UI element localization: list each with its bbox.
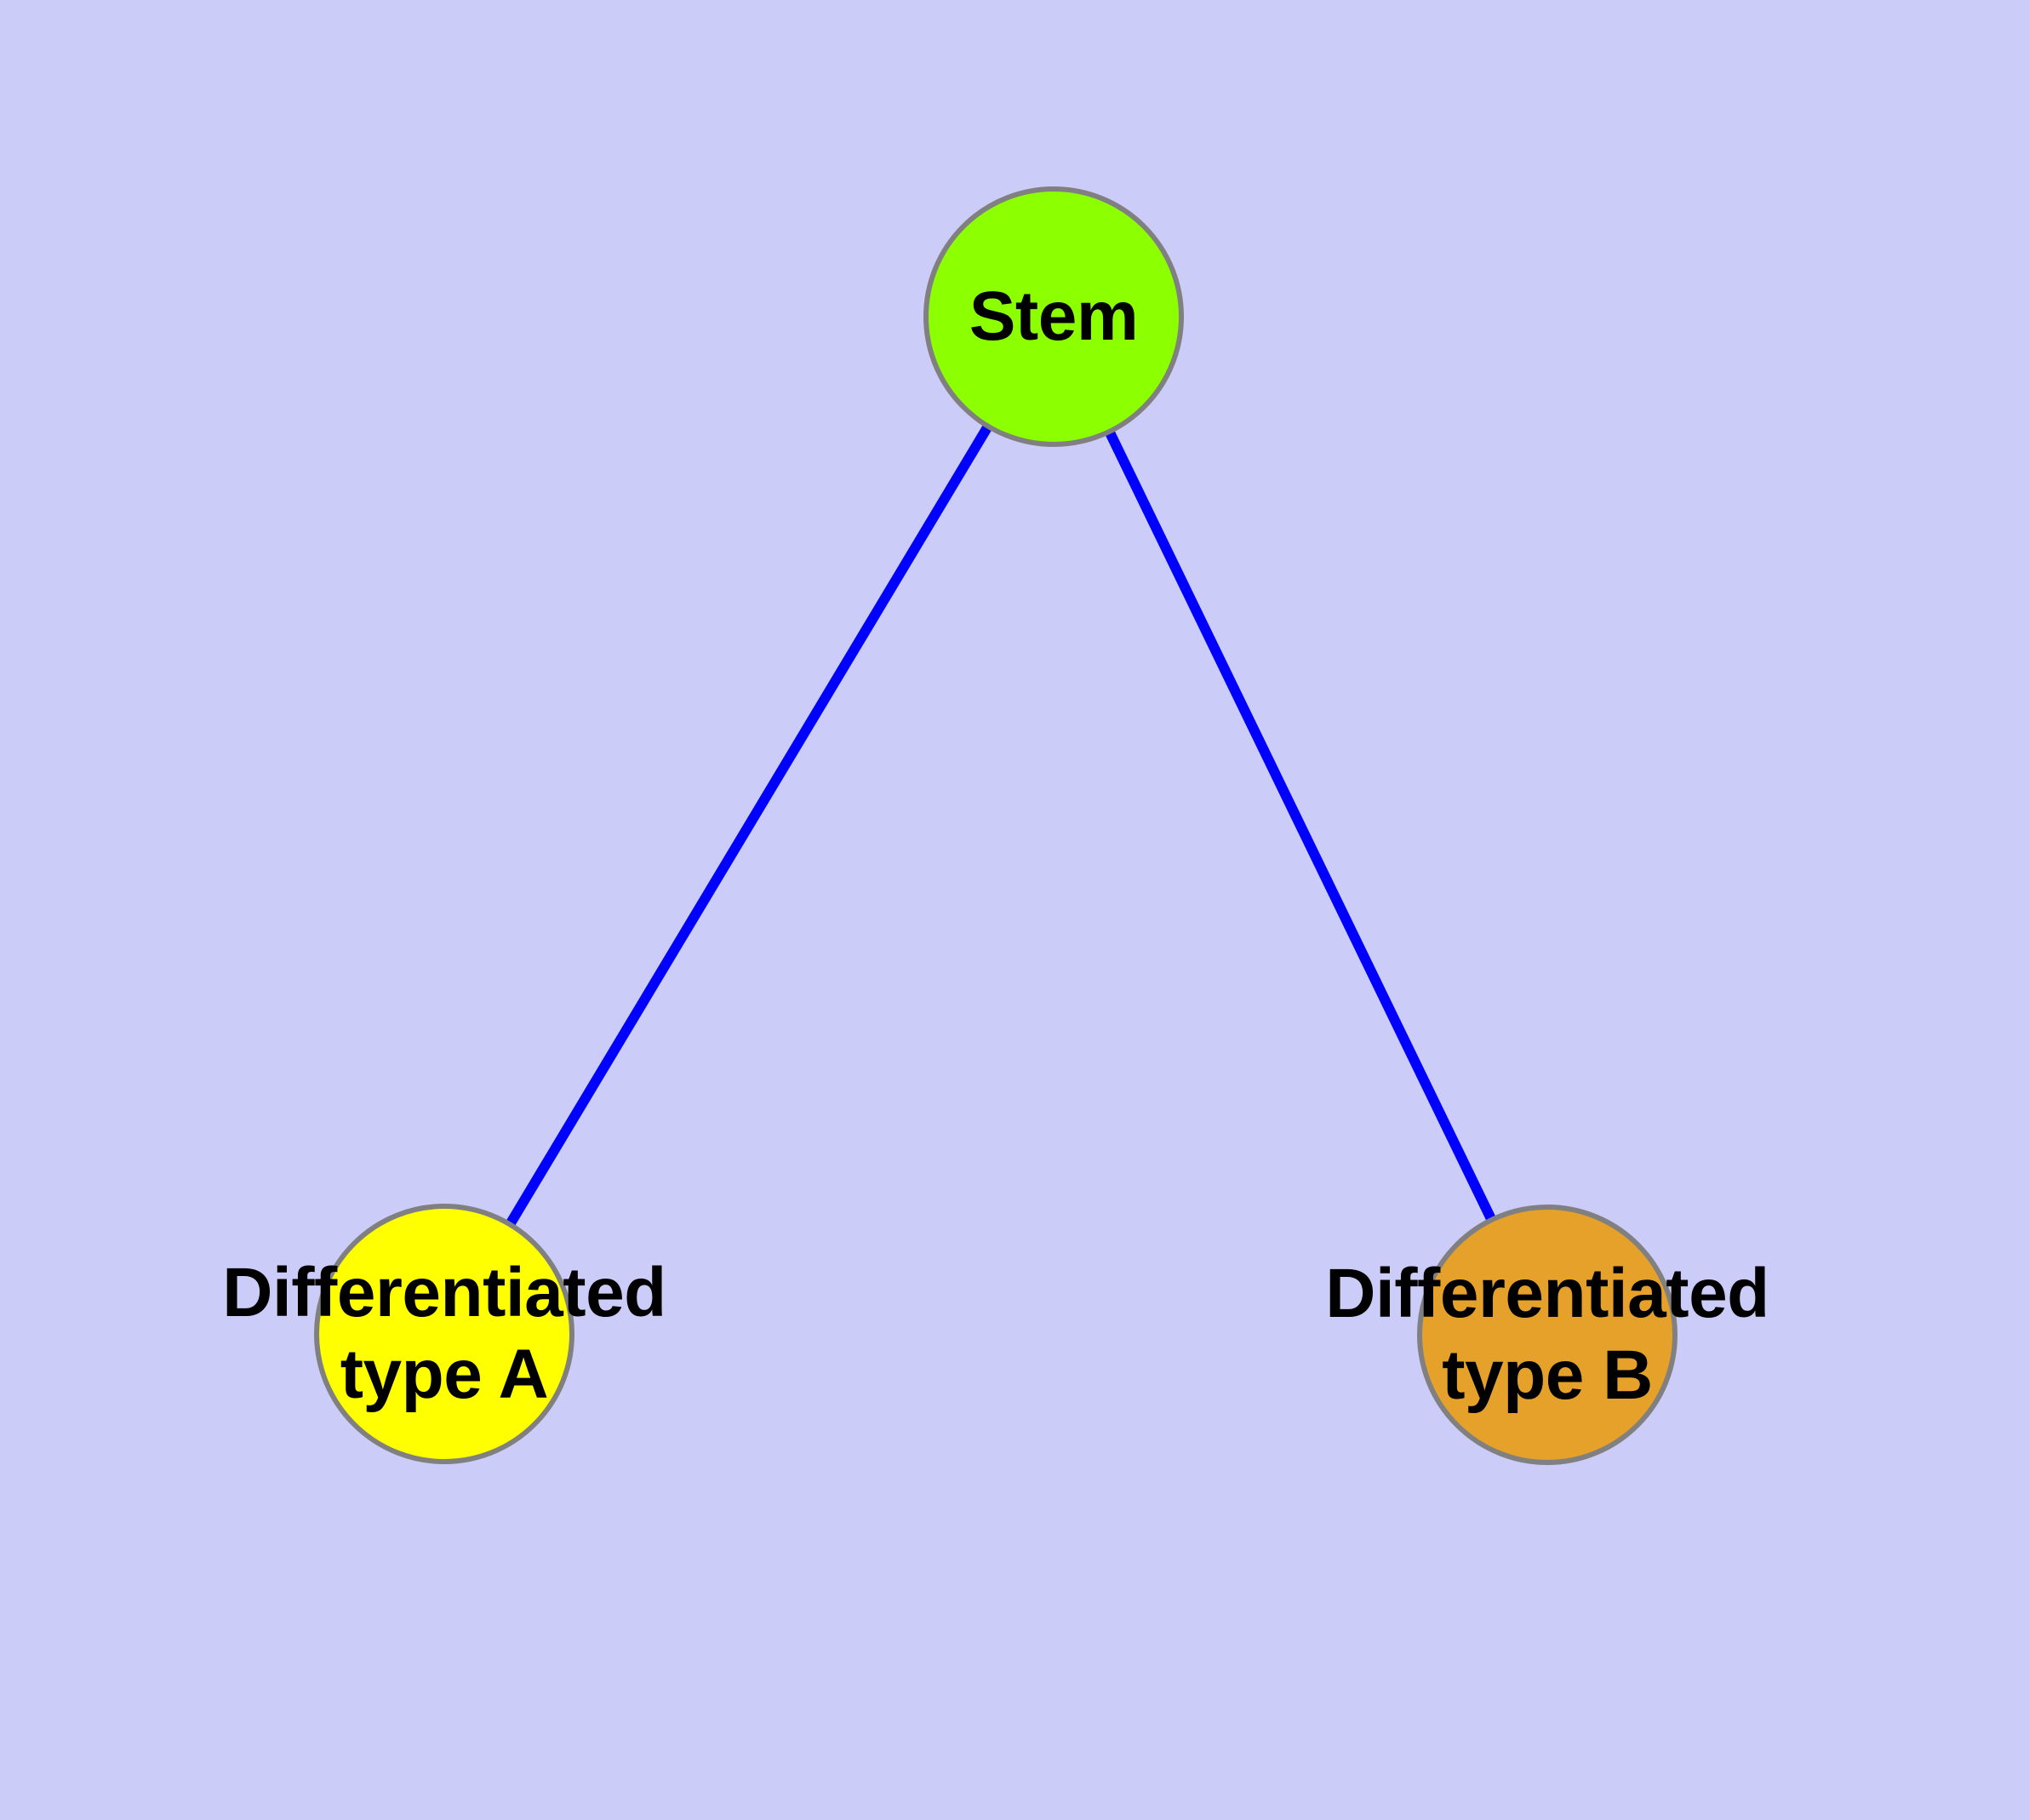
- graph-node-stem[interactable]: [923, 186, 1184, 447]
- graph-edge-stem-to-diff_a[interactable]: [505, 423, 993, 1228]
- graph-node-diff_b[interactable]: [1417, 1205, 1677, 1465]
- graph-node-diff_a[interactable]: [314, 1204, 574, 1464]
- graph-edge-stem-to-diff_b[interactable]: [1105, 429, 1496, 1222]
- nodes-layer: [314, 186, 1677, 1465]
- edges-layer: [505, 423, 1496, 1228]
